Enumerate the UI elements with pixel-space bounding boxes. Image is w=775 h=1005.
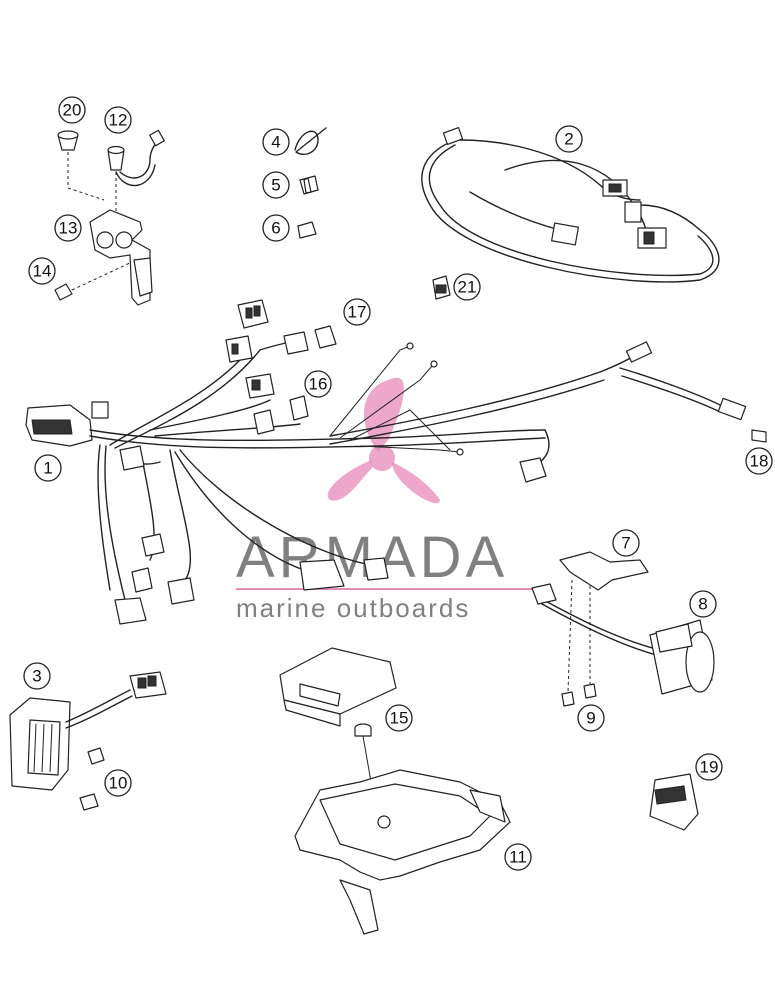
part-4-cable-tie [294, 127, 327, 156]
callout-17: 17 [343, 298, 371, 326]
callout-6: 6 [262, 214, 290, 242]
callout-9: 9 [577, 704, 605, 732]
switch-bracket-assembly [54, 129, 165, 306]
callout-7: 7 [612, 529, 640, 557]
svg-text:19: 19 [700, 758, 719, 777]
svg-text:20: 20 [63, 101, 82, 120]
part-18-terminal [751, 429, 767, 443]
callout-21: 21 [453, 273, 481, 301]
connector-parts [289, 325, 337, 421]
callout-2: 2 [555, 125, 583, 153]
watermark-tagline: marine outboards [236, 593, 470, 623]
callout-19: 19 [695, 753, 723, 781]
part-1-connector-top [237, 299, 269, 329]
svg-text:17: 17 [348, 303, 367, 322]
part-2-connector-d [551, 222, 579, 246]
callout-16: 16 [304, 370, 332, 398]
svg-text:10: 10 [109, 774, 128, 793]
callout-10: 10 [104, 769, 132, 797]
callout-1: 1 [34, 454, 62, 482]
svg-text:1: 1 [43, 459, 52, 478]
svg-text:15: 15 [390, 709, 409, 728]
callout-12: 12 [104, 106, 132, 134]
part-19-relay [649, 773, 699, 831]
callout-3: 3 [23, 662, 51, 690]
callout-18: 18 [745, 447, 773, 475]
part-2-connector-a [442, 127, 464, 145]
part-14-screw [54, 283, 73, 301]
svg-text:16: 16 [309, 375, 328, 394]
part-9-bolts [561, 683, 597, 707]
part-1-main-harness [25, 299, 747, 625]
propeller-logo-icon [327, 377, 440, 504]
ecu-module [279, 647, 397, 727]
svg-text:12: 12 [109, 111, 128, 130]
svg-text:6: 6 [271, 219, 280, 238]
callout-5: 5 [262, 171, 290, 199]
part-16-connector [289, 395, 309, 421]
part-10-bolts [79, 747, 105, 811]
part-3-regulator [9, 671, 167, 791]
svg-text:2: 2 [564, 130, 573, 149]
callout-4: 4 [262, 128, 290, 156]
small-clips [294, 127, 327, 239]
callout-8: 8 [689, 590, 717, 618]
svg-text:21: 21 [458, 278, 477, 297]
part-6-clip [297, 221, 317, 239]
part-11-battery-tray [294, 769, 511, 935]
callout-13: 13 [54, 214, 82, 242]
callout-20: 20 [58, 96, 86, 124]
svg-text:9: 9 [586, 709, 595, 728]
svg-text:3: 3 [32, 667, 41, 686]
part-8-motor [531, 583, 715, 695]
svg-text:4: 4 [271, 133, 280, 152]
part-2-harness [421, 127, 720, 283]
part-17-connector [314, 325, 337, 349]
watermark: ARMADA marine outboards [236, 377, 537, 623]
svg-text:5: 5 [271, 176, 280, 195]
callout-14: 14 [28, 257, 56, 285]
svg-text:8: 8 [698, 595, 707, 614]
svg-text:7: 7 [621, 534, 630, 553]
svg-text:14: 14 [33, 262, 52, 281]
svg-text:18: 18 [750, 452, 769, 471]
svg-text:13: 13 [59, 219, 78, 238]
part-7-bracket [559, 551, 649, 693]
svg-text:11: 11 [509, 848, 527, 867]
callout-11: 11 [504, 843, 532, 871]
callout-15: 15 [385, 704, 413, 732]
